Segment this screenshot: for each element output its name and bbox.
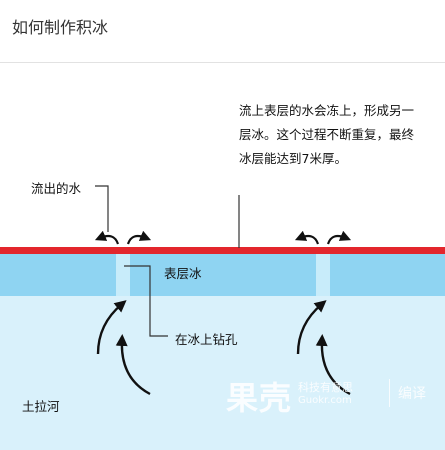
drill-hole-right [316, 254, 330, 296]
process-caption: 流上表层的水会冻上，形成另一层冰。这个过程不断重复，最终冰层能达到7米厚。 [239, 103, 415, 166]
drill-hole-leader [124, 265, 168, 337]
watermark-divider [389, 379, 390, 407]
page-title: 如何制作积冰 [12, 18, 109, 37]
outflow-arrow-right-b [326, 230, 352, 245]
watermark-logo: 果壳 [226, 379, 293, 417]
guokr-watermark: 果壳 科技有意思 Guokr.com 编译 [226, 373, 440, 417]
outflow-arrow-left-a [94, 230, 120, 245]
watermark-slogan: 科技有意思 [298, 381, 353, 394]
watermark-domain: Guokr.com [298, 395, 352, 406]
river-label: 土拉河 [22, 399, 60, 414]
upflow-arrow-left-2 [115, 334, 151, 396]
drill-hole-left [116, 254, 130, 296]
header-bar: 如何制作积冰 [0, 0, 445, 63]
flowing-water-leader [95, 185, 109, 232]
surface-ice-label: 表层冰 [164, 266, 202, 281]
outflow-arrow-left-b [126, 230, 152, 245]
upflow-arrow-left-1 [96, 300, 127, 355]
outflow-arrow-right-a [294, 230, 320, 245]
drill-hole-label: 在冰上钻孔 [175, 332, 238, 347]
watermark-translation: 编译 [398, 386, 426, 402]
surface-water-line [0, 247, 445, 254]
surface-ice-layer [0, 254, 445, 296]
flowing-water-label: 流出的水 [31, 181, 82, 196]
upflow-arrow-right-2 [315, 334, 351, 396]
river-water [0, 296, 445, 450]
upflow-arrow-right-1 [296, 300, 327, 355]
